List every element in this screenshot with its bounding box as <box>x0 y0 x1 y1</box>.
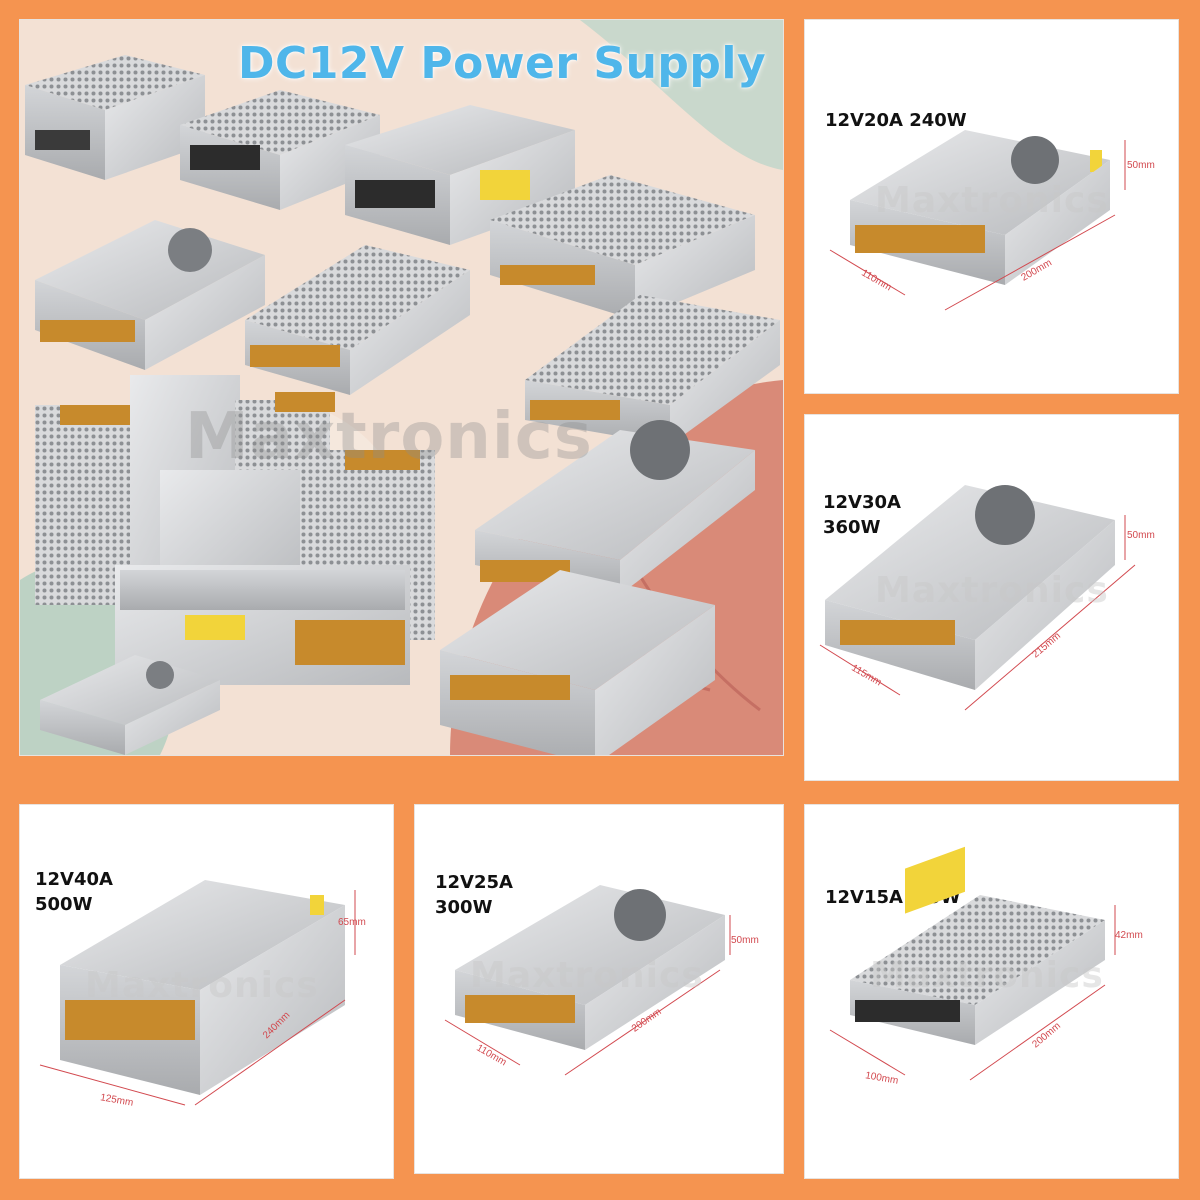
height-dimension: 50mm <box>1127 160 1155 171</box>
watermark: Maxtronics <box>85 965 319 1006</box>
product-panel-300w: 12V25A 300W Maxtronics 50mm 110mm 200mm <box>415 805 783 1173</box>
psu-cluster <box>35 375 435 685</box>
product-image <box>444 885 731 1076</box>
psu-unit <box>25 55 205 180</box>
watermark: Maxtronics <box>870 955 1104 996</box>
psu-unit <box>245 245 470 395</box>
product-label: 12V30A 360W <box>823 492 901 538</box>
product-panel-500w: 12V40A 500W Maxtronics 65mm 125mm 240mm <box>20 805 393 1178</box>
watermark: Maxtronics <box>470 955 704 996</box>
watermark: Maxtronics <box>185 400 593 474</box>
product-label: 12V20A 240W <box>825 110 967 131</box>
product-panel-360w: 12V30A 360W Maxtronics 50mm 115mm 215mm <box>805 415 1178 780</box>
height-dimension: 65mm <box>338 917 366 928</box>
hero-collage: Maxtronics DC12V Power Supply <box>20 20 783 755</box>
height-dimension: 50mm <box>1127 530 1155 541</box>
product-panel-180w: 12V15A180W Maxtronics 42mm 100mm 200mm <box>805 805 1178 1178</box>
product-image <box>829 846 1116 1081</box>
psu-unit <box>490 175 755 320</box>
product-image <box>829 130 1126 311</box>
psu-unit <box>180 90 380 210</box>
psu-unit <box>475 420 755 595</box>
product-label: 12V40A 500W <box>35 869 113 915</box>
psu-unit <box>525 295 780 445</box>
psu-unit <box>345 105 575 245</box>
watermark: Maxtronics <box>875 180 1109 221</box>
product-image <box>39 880 356 1106</box>
psu-unit <box>35 220 265 370</box>
page-title: DC12V Power Supply <box>238 38 767 89</box>
psu-unit <box>440 570 715 755</box>
hero-illustration <box>20 20 783 755</box>
product-image <box>819 485 1136 711</box>
watermark: Maxtronics <box>875 570 1109 611</box>
height-dimension: 50mm <box>731 935 759 946</box>
height-dimension: 42mm <box>1115 930 1143 941</box>
product-panel-240w: 12V20A 240W Maxtronics 50mm 110mm 200mm <box>805 20 1178 393</box>
product-label: 12V25A 300W <box>435 872 513 918</box>
psu-unit <box>40 655 220 755</box>
